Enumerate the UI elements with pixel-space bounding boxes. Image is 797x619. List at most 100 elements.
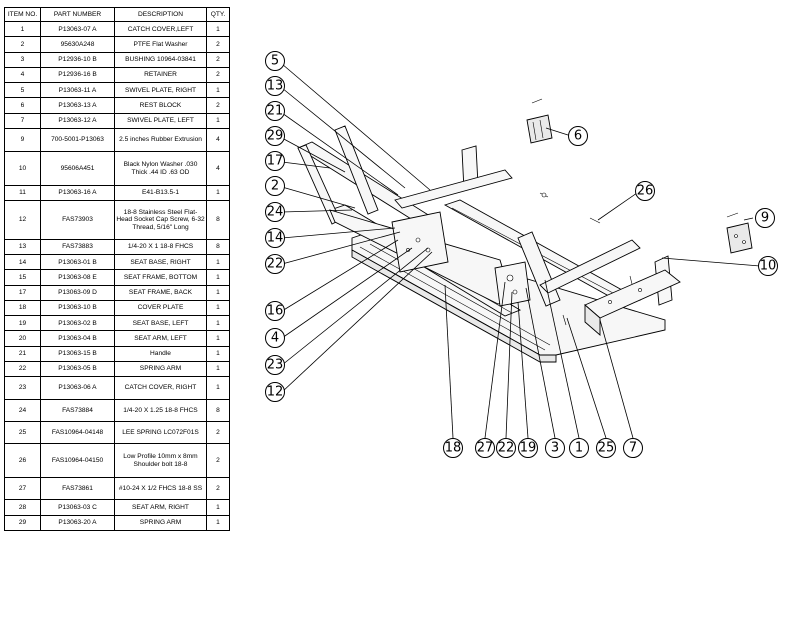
part-number-cell: P13063-01 B: [40, 254, 115, 271]
part-number-cell: 95630A248: [40, 36, 115, 53]
description-cell: SWIVEL PLATE, LEFT: [114, 112, 207, 129]
part-number-cell: 95606A451: [40, 151, 115, 186]
item-no-cell: 28: [4, 499, 41, 516]
balloon-label: 7: [629, 441, 637, 456]
part-number-cell: FAS73903: [40, 200, 115, 240]
description-cell: CATCH COVER, RIGHT: [114, 376, 207, 400]
qty-cell: 2: [206, 420, 230, 445]
qty-cell: 8: [206, 398, 230, 422]
description-cell: REST BLOCK: [114, 97, 207, 114]
description-cell: SEAT ARM, RIGHT: [114, 499, 207, 516]
swivel-plate-left: [584, 269, 681, 336]
qty-cell: 8: [206, 238, 230, 256]
balloon-label: 18: [445, 441, 462, 456]
balloon: 22: [496, 438, 516, 458]
balloon-label: 17: [267, 154, 284, 169]
qty-cell: 2: [206, 443, 230, 478]
balloon: 6: [568, 126, 588, 146]
balloon: 14: [265, 228, 285, 248]
item-no-cell: 11: [4, 184, 41, 202]
item-no-cell: 15: [4, 269, 41, 286]
balloon-label: 3: [551, 441, 559, 456]
balloon: 2: [265, 176, 285, 196]
item-no-cell: 13: [4, 238, 41, 256]
item-no-cell: 26: [4, 443, 41, 478]
description-cell: LEE SPRING LC072F01S: [114, 420, 207, 445]
description-cell: CATCH COVER,LEFT: [114, 20, 207, 38]
balloon-label: 22: [498, 441, 515, 456]
item-no-cell: 12: [4, 200, 41, 240]
item-no-cell: 9: [4, 127, 41, 153]
part-number-cell: P12936-10 B: [40, 51, 115, 68]
part-number-cell: P13063-09 D: [40, 284, 115, 301]
description-cell: #10-24 X 1/2 FHCS 18-8 SS: [114, 476, 207, 501]
description-cell: Handle: [114, 345, 207, 362]
item-no-cell: 17: [4, 284, 41, 301]
qty-cell: 1: [206, 82, 230, 99]
balloon: 17: [265, 151, 285, 171]
qty-cell: 8: [206, 200, 230, 240]
item-no-cell: 14: [4, 254, 41, 271]
part-number-cell: P13063-10 B: [40, 299, 115, 317]
part-number-cell: P13063-20 A: [40, 514, 115, 532]
qty-cell: 1: [206, 376, 230, 400]
item-balloons: 5 13 21 29 17 2 24 14 22 16 4 23 12 18 2…: [265, 51, 778, 458]
item-no-cell: 18: [4, 299, 41, 317]
part-number-cell: FAS73883: [40, 238, 115, 256]
qty-cell: 4: [206, 151, 230, 186]
balloon-label: 4: [271, 331, 279, 346]
part-number-cell: P13063-07 A: [40, 20, 115, 38]
balloon: 4: [265, 328, 285, 348]
item-no-cell: 7: [4, 112, 41, 129]
description-cell: COVER PLATE: [114, 299, 207, 317]
balloon: 1: [569, 438, 589, 458]
qty-cell: 1: [206, 345, 230, 362]
description-cell: 2.5 inches Rubber Extrusion: [114, 127, 207, 153]
rest-block-lower: [726, 212, 753, 254]
bom-header-row: ITEM NO. PART NUMBER DESCRIPTION QTY.: [4, 7, 230, 22]
item-no-cell: 20: [4, 330, 41, 347]
balloon-label: 14: [267, 231, 284, 246]
header-description: DESCRIPTION: [114, 7, 207, 22]
qty-cell: 1: [206, 499, 230, 516]
item-no-cell: 3: [4, 51, 41, 68]
balloon: 18: [443, 438, 463, 458]
part-number-cell: P13063-03 C: [40, 499, 115, 516]
qty-cell: 2: [206, 36, 230, 53]
part-number-cell: P13063-15 B: [40, 345, 115, 362]
qty-cell: 1: [206, 284, 230, 301]
balloon: 29: [265, 126, 285, 146]
qty-cell: 1: [206, 299, 230, 317]
description-cell: SWIVEL PLATE, RIGHT: [114, 82, 207, 99]
description-cell: SEAT ARM, LEFT: [114, 330, 207, 347]
balloon-label: 25: [598, 441, 615, 456]
part-number-cell: P13063-13 A: [40, 97, 115, 114]
description-cell: SPRING ARM: [114, 360, 207, 378]
item-no-cell: 21: [4, 345, 41, 362]
balloon: 16: [265, 301, 285, 321]
balloon: 9: [755, 208, 775, 228]
part-number-cell: P13063-06 A: [40, 376, 115, 400]
qty-cell: 1: [206, 514, 230, 532]
balloon: 24: [265, 202, 285, 222]
header-item-no: ITEM NO.: [4, 7, 41, 22]
qty-cell: 1: [206, 330, 230, 347]
